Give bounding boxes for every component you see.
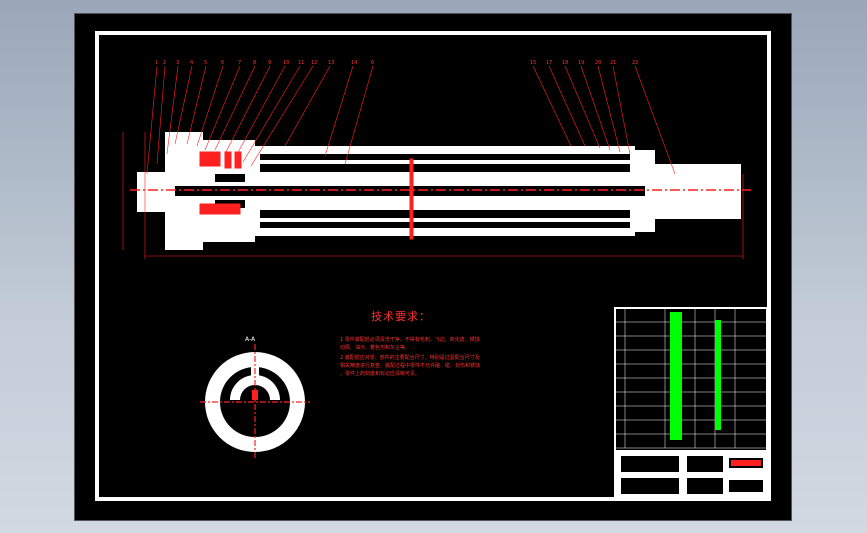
part-number-label: 1	[155, 60, 159, 66]
tech-note: 切屑、油污、着色剂和灰尘等。	[340, 345, 411, 351]
assembly-drawing	[122, 65, 768, 499]
tech-note: 1 零件装配前必须清洗干净，不得有毛刺、飞边、氧化皮、锈蚀	[340, 337, 480, 343]
tech-note: 相关精度进行复查。装配过程中零件不允许磕、碰、划伤和锈蚀	[340, 363, 481, 369]
part-number-label: 22	[632, 60, 639, 66]
part-number-label: 6	[221, 60, 225, 66]
part-number-label: 15	[530, 60, 537, 66]
cad-viewport[interactable]: A-A 技术要求： 1 零件装配前必须清洗干净，不得有毛刺、飞边、氧化皮、锈蚀 …	[74, 13, 792, 521]
part-number-label: 7	[238, 60, 242, 66]
part-number-label: 4	[190, 60, 194, 66]
part-number-label: 12	[311, 60, 318, 66]
part-number-label: 5	[204, 60, 208, 66]
title-block	[614, 307, 768, 499]
section-view	[200, 344, 310, 460]
part-number-label: 21	[610, 60, 617, 66]
part-number-label: 19	[578, 60, 585, 66]
part-number-label: 14	[351, 60, 358, 66]
part-number-label: 2	[163, 60, 167, 66]
part-number-label: 3	[176, 60, 180, 66]
drawing-border	[95, 31, 771, 501]
tech-note: 。零件上的刻度和标记应清晰可见。	[340, 371, 421, 377]
tech-requirements-title: 技术要求：	[371, 310, 431, 323]
part-number-label: 13	[328, 60, 335, 66]
part-number-label: 6	[371, 60, 375, 66]
part-number-label: 20	[595, 60, 602, 66]
part-number-label: 17	[546, 60, 553, 66]
part-number-label: 11	[298, 60, 305, 66]
part-number-label: 10	[283, 60, 290, 66]
part-number-label: 9	[268, 60, 272, 66]
part-number-label: 18	[562, 60, 569, 66]
section-label: A-A	[245, 336, 256, 343]
piston-rod-end	[655, 164, 741, 219]
rear-lug	[137, 172, 167, 212]
part-number-label: 8	[253, 60, 257, 66]
tech-note: 2 装配前应对零、部件的主要配合尺寸，特别是过盈配合尺寸及	[340, 355, 480, 361]
